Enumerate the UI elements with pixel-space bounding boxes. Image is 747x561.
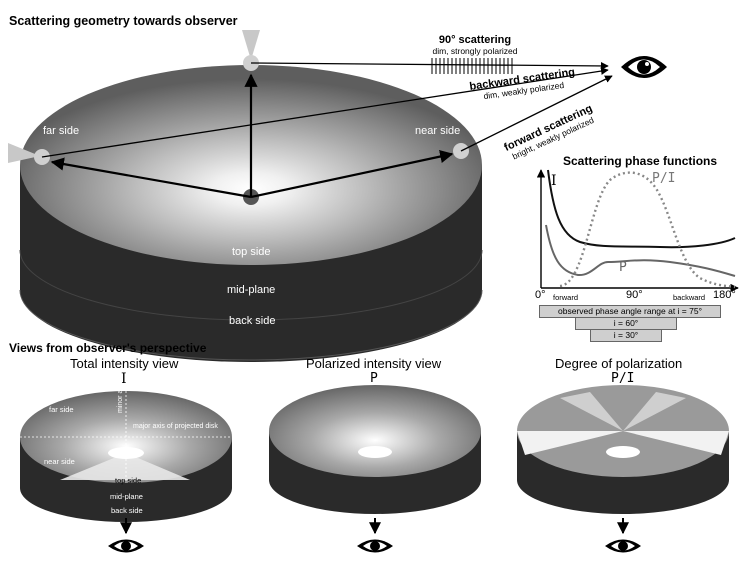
curve-PI-label: P/I bbox=[652, 171, 676, 186]
light-cone-top bbox=[242, 30, 260, 60]
panel-title-total: Total intensity view bbox=[70, 356, 179, 371]
disk-degree-polarization bbox=[517, 385, 729, 514]
tick-180: 180° bbox=[713, 289, 736, 301]
back-side-label: back side bbox=[229, 315, 276, 327]
small-back-side: back side bbox=[111, 506, 143, 515]
polarization-ticks bbox=[431, 58, 513, 74]
curve-I-label: I bbox=[551, 173, 557, 189]
eye-icon-left bbox=[108, 539, 144, 553]
panel-symbol-total: I bbox=[121, 371, 127, 387]
light-cone-far bbox=[8, 143, 40, 163]
curve-I bbox=[547, 169, 736, 249]
curve-P-label: P bbox=[619, 260, 627, 275]
panel-symbol-polarized: P bbox=[370, 371, 378, 386]
eye-icon-right bbox=[605, 539, 641, 553]
panel-title-degree: Degree of polarization bbox=[555, 356, 683, 371]
phase-plot bbox=[536, 169, 739, 293]
small-near-side: near side bbox=[44, 457, 75, 466]
phase-range-bar-30: i = 30° bbox=[590, 329, 662, 342]
far-side-label: far side bbox=[43, 125, 80, 137]
main-title: Scattering geometry towards observer bbox=[9, 14, 238, 28]
curve-P bbox=[545, 224, 736, 277]
small-mid-plane: mid-plane bbox=[110, 492, 143, 501]
small-far-side: far side bbox=[49, 405, 74, 414]
forward-tick-label: forward bbox=[553, 293, 579, 302]
backward-tick-label: backward bbox=[673, 293, 706, 302]
mid-plane-label: mid-plane bbox=[227, 284, 276, 296]
scatter90-label: 90° scattering dim, strongly polarized bbox=[432, 34, 518, 56]
disk-total-intensity bbox=[20, 391, 232, 522]
observer-eye-icon bbox=[621, 56, 667, 78]
tick-0: 0° bbox=[535, 289, 546, 301]
top-side-label: top side bbox=[232, 246, 271, 258]
curve-PI bbox=[559, 171, 736, 289]
small-top-side: top side bbox=[115, 476, 142, 485]
panel-title-polarized: Polarized intensity view bbox=[306, 356, 442, 371]
panel-symbol-degree: P/I bbox=[611, 371, 635, 386]
views-title: Views from observer's perspective bbox=[9, 341, 207, 355]
small-major-axis: major axis of projected disk bbox=[133, 423, 218, 430]
phase-title: Scattering phase functions bbox=[563, 154, 718, 168]
tick-90: 90° bbox=[626, 289, 643, 301]
disk-polarized-intensity bbox=[269, 385, 481, 514]
small-minor-axis: minor axis bbox=[117, 381, 124, 413]
eye-icon-middle bbox=[357, 539, 393, 553]
near-side-label: near side bbox=[415, 125, 461, 137]
